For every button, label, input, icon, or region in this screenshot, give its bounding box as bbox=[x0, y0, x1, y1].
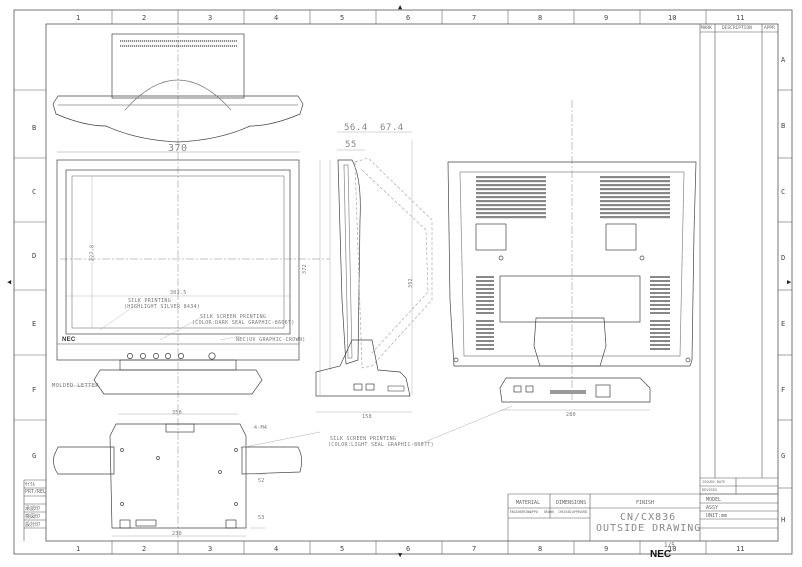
row-letter: E bbox=[781, 320, 786, 328]
row-letter: B bbox=[32, 124, 37, 132]
row-letter: F bbox=[32, 386, 37, 394]
side-view bbox=[315, 131, 433, 413]
revision-line-2: REVISED bbox=[702, 488, 717, 492]
column-number: 6 bbox=[406, 14, 411, 22]
bottom-view bbox=[53, 405, 513, 537]
column-number: 3 bbox=[208, 14, 213, 22]
column-number: 2 bbox=[142, 14, 147, 22]
column-number: 1 bbox=[76, 545, 81, 553]
rear-view bbox=[447, 161, 697, 411]
revision-mark-header: MARK bbox=[701, 26, 712, 31]
scale-value: 1/5 bbox=[664, 542, 675, 549]
row-letter: G bbox=[781, 452, 786, 460]
drawing-title-model: CN/CX836 bbox=[620, 512, 677, 523]
stamp-design: 設計印 bbox=[25, 522, 41, 528]
silk-note-1: SILK PRINTING bbox=[128, 298, 172, 304]
row-letter: E bbox=[32, 320, 37, 328]
column-number: 7 bbox=[472, 14, 477, 22]
molded-letter-note: MOLDED LETTER bbox=[52, 383, 99, 389]
center-arrow-left-icon: ◀ bbox=[7, 278, 12, 286]
column-number: 10 bbox=[668, 14, 677, 22]
stamp-approval: 承認印 bbox=[25, 506, 41, 512]
row-letter: C bbox=[32, 188, 37, 196]
bottom-note-2: (COLOR:LIGHT SEAL GRAPHIC-8607T) bbox=[328, 442, 434, 448]
revision-approved-header: APPR bbox=[764, 26, 775, 31]
row-letter: F bbox=[781, 386, 786, 394]
front-view bbox=[56, 151, 300, 395]
material-label: MATERIAL bbox=[516, 500, 541, 506]
drawing-title: OUTSIDE DRAWING bbox=[596, 523, 702, 534]
sign-engineering: ENGINEERING bbox=[510, 510, 532, 514]
front-brand-logo: NEC bbox=[62, 337, 76, 343]
unit-label: UNIT:mm bbox=[706, 513, 728, 519]
side-dim-h2: 392 bbox=[407, 278, 414, 288]
front-inner-width-dimension: 303.5 bbox=[170, 290, 187, 296]
finish-label: FINISH bbox=[636, 500, 655, 506]
side-dim-c: 55 bbox=[345, 140, 357, 150]
row-letter: H bbox=[781, 516, 786, 524]
dimensions-label: DIMENSIONS bbox=[556, 500, 587, 506]
revision-description-header: DESCRIPTION bbox=[722, 26, 752, 31]
sign-checked: CHECKED bbox=[558, 510, 572, 514]
column-number: 9 bbox=[604, 14, 609, 22]
column-number: 7 bbox=[472, 545, 477, 553]
bottom-dim-side-a: 52 bbox=[258, 478, 265, 484]
silk-note-4: (COLOR:DARK SEAL GRAPHIC-8606T) bbox=[192, 320, 295, 326]
front-width-dimension: 370 bbox=[168, 143, 188, 154]
column-number: 4 bbox=[274, 545, 279, 553]
column-number: 5 bbox=[340, 545, 345, 553]
silk-note-3: SILK SCREEN PRINTING bbox=[200, 314, 267, 320]
model-label: MODEL bbox=[706, 497, 722, 503]
bottom-dim-c: 230 bbox=[172, 531, 182, 537]
bottom-note-1: SILK SCREEN PRINTING bbox=[330, 436, 397, 442]
row-letter: G bbox=[32, 452, 37, 460]
column-number: 6 bbox=[406, 545, 411, 553]
bottom-dim-a: 350 bbox=[172, 410, 182, 416]
assy-label: ASSY bbox=[706, 505, 719, 511]
bottom-dim-side-b: 53 bbox=[258, 515, 265, 521]
row-letter: C bbox=[781, 188, 786, 196]
row-letter: D bbox=[32, 252, 37, 260]
column-number: 9 bbox=[604, 545, 609, 553]
sign-drawn: DRAWN bbox=[544, 510, 554, 514]
side-dim-b: 67.4 bbox=[380, 123, 404, 133]
silk-note-5: NEC(UV GRAPHIC-CROWN) bbox=[236, 337, 306, 343]
column-number: 2 bbox=[142, 545, 147, 553]
bottom-dim-b: 4-M4 bbox=[254, 425, 268, 431]
sign-approved: APPROVED bbox=[572, 510, 588, 514]
revision-line-1: ISSUED DATE bbox=[702, 480, 726, 484]
row-letter: D bbox=[781, 254, 786, 262]
stamp-cycle: ｻｲｸﾙ bbox=[25, 482, 36, 488]
column-number: 3 bbox=[208, 545, 213, 553]
row-letter: B bbox=[781, 122, 786, 130]
side-dim-a: 56.4 bbox=[344, 123, 368, 133]
column-number: 1 bbox=[76, 14, 81, 22]
center-arrow-right-icon: ▶ bbox=[787, 278, 792, 286]
column-number: 4 bbox=[274, 14, 279, 22]
column-number: 5 bbox=[340, 14, 345, 22]
side-dim-h1: 372 bbox=[301, 264, 308, 274]
title-block-frame bbox=[23, 24, 778, 541]
sign-appd: APPD bbox=[530, 510, 538, 514]
front-height-dimension: 227.8 bbox=[89, 244, 96, 262]
column-number: 11 bbox=[736, 14, 745, 22]
stamp-check: 検図印 bbox=[25, 514, 41, 520]
stamp-prt-rel: PRT/REL bbox=[25, 489, 47, 495]
center-arrow-top-icon: ▲ bbox=[398, 3, 403, 11]
column-number: 11 bbox=[736, 545, 745, 553]
column-number: 8 bbox=[538, 14, 543, 22]
top-view bbox=[52, 33, 304, 143]
side-dim-base: 158 bbox=[362, 414, 372, 420]
column-number: 8 bbox=[538, 545, 543, 553]
row-letter: A bbox=[781, 56, 786, 64]
center-arrow-bottom-icon: ▼ bbox=[398, 551, 403, 559]
silk-note-2: (HIGHLIGHT SILVER 8434) bbox=[124, 304, 201, 310]
company-logo: NEC bbox=[650, 549, 672, 560]
column-number: 10 bbox=[668, 545, 677, 553]
rear-dim-base: 280 bbox=[566, 412, 576, 418]
